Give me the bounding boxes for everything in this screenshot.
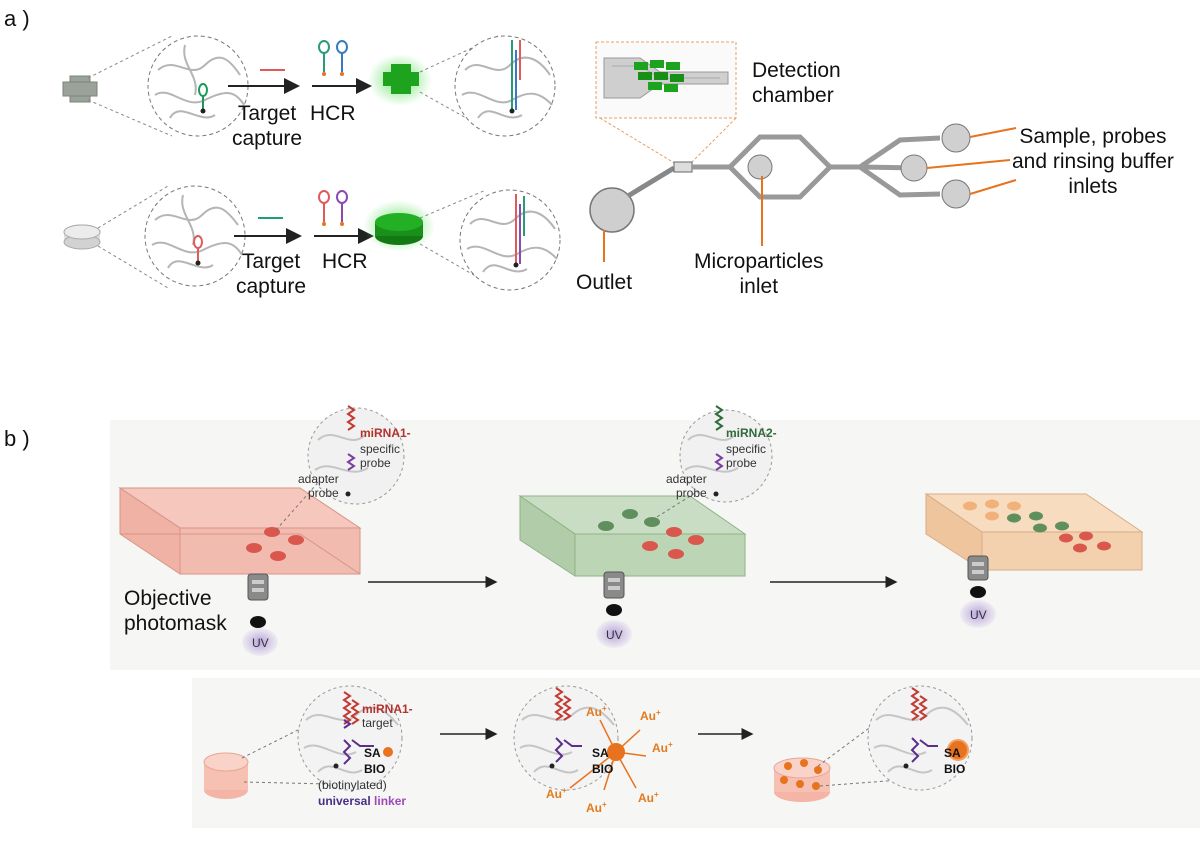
green-cross-particle <box>368 54 432 106</box>
linker-word: linker <box>374 794 407 808</box>
bottom-bio: BIO <box>364 762 386 776</box>
row2-hcr-label: HCR <box>322 250 368 273</box>
au-ion-1: Au+ <box>586 704 607 719</box>
panel-b-label: b ) <box>4 426 30 451</box>
callout2-adapter: adapter probe <box>666 472 707 500</box>
callout2-title: miRNA2- <box>726 426 777 440</box>
uv-label-3: UV <box>970 608 987 622</box>
row1-target-capture-label: Target capture <box>232 102 303 150</box>
gold-nanoparticle-disc <box>773 757 831 802</box>
green-disc-particle <box>363 200 435 252</box>
au-ion-5: Au+ <box>586 800 607 815</box>
detection-chamber-label: Detection chamber <box>752 59 841 107</box>
callout-2-circle <box>679 405 773 503</box>
right-sa: SA <box>944 746 961 760</box>
hcr-hairpin-probes <box>318 40 348 76</box>
row2-target-capture-label: Target capture <box>236 250 307 298</box>
inlets-label: Sample, probes and rinsing buffer inlets <box>1012 125 1174 198</box>
pink-hydrogel-disc <box>203 752 249 799</box>
bottom-sa: SA <box>364 746 381 760</box>
bottom-title: miRNA1- <box>362 702 413 716</box>
objective-photomask-label: Objective photomask <box>124 587 227 635</box>
slide-1-red <box>118 487 362 575</box>
uv-label-1: UV <box>252 636 269 650</box>
bottom-target: target <box>362 716 393 730</box>
universal-linker-label: universal linker <box>318 794 406 808</box>
slide-3-orange <box>924 493 1144 571</box>
au-ion-4: Au+ <box>638 790 659 805</box>
callout2-sub: specific probe <box>726 442 767 470</box>
right-bio: BIO <box>944 762 966 776</box>
au-ion-6: Au+ <box>546 786 567 801</box>
universal-word: universal <box>318 794 371 808</box>
outlet-label: Outlet <box>576 271 633 294</box>
objective-lens-1 <box>242 573 278 656</box>
au-ion-2: Au+ <box>640 708 661 723</box>
hcr-zoom-circle-2 <box>459 189 561 291</box>
bottom-zoom-circle-1 <box>297 685 403 791</box>
microfluidic-chip <box>589 41 1017 262</box>
microparticles-inlet-label: Microparticles inlet <box>694 250 824 298</box>
gray-disc-particle <box>63 224 101 250</box>
au-ion-3: Au+ <box>652 740 673 755</box>
bottom-zoom-circle-3 <box>867 685 973 791</box>
panel-a-label: a ) <box>4 6 30 31</box>
bottom-zoom-circle-2 <box>513 685 647 791</box>
slide-2-green <box>518 495 747 577</box>
detection-particles <box>634 60 684 92</box>
uv-label-2: UV <box>606 628 623 642</box>
gray-cross-particle <box>62 75 98 103</box>
hydrogel-zoom-circle <box>147 35 249 137</box>
callout1-sub: specific probe <box>360 442 401 470</box>
callout1-title: miRNA1- <box>360 426 411 440</box>
middle-bio: BIO <box>592 762 614 776</box>
objective-lens-3 <box>960 555 996 628</box>
callout1-adapter: adapter probe <box>298 472 339 500</box>
hcr-zoom-circle <box>454 35 556 137</box>
bottom-biotinylated: (biotinylated) <box>318 778 387 792</box>
callout-1-circle <box>307 405 405 505</box>
row1-hcr-label: HCR <box>310 102 356 125</box>
objective-lens-2 <box>596 571 632 648</box>
middle-sa: SA <box>592 746 609 760</box>
hcr-hairpin-probes-2 <box>318 190 348 226</box>
